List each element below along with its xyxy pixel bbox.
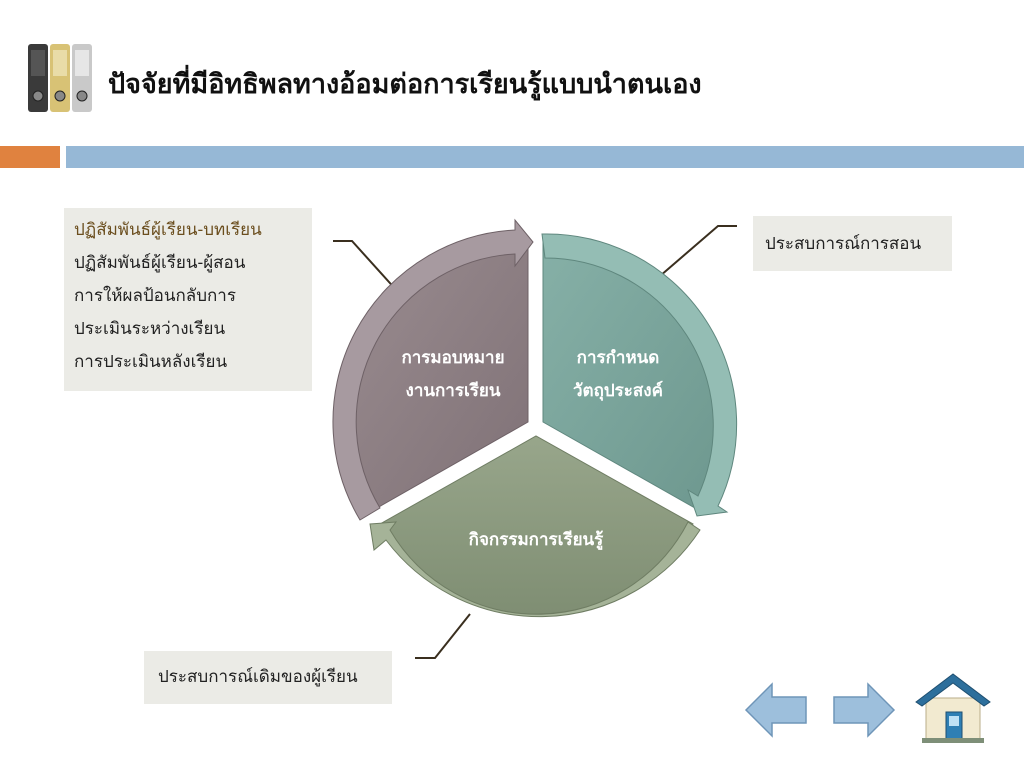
factor-item: ประเมินระหว่างเรียน bbox=[74, 319, 226, 339]
connector-left bbox=[333, 240, 399, 293]
label-objectives-line1: การกำหนด bbox=[577, 348, 660, 368]
binders-icon bbox=[28, 44, 92, 112]
factor-item: ปฏิสัมพันธ์ผู้เรียน-บทเรียน bbox=[74, 220, 262, 240]
home-icon[interactable] bbox=[912, 668, 994, 744]
segment-objectives-arrow bbox=[541, 233, 738, 517]
segment-assignment-arrow bbox=[332, 218, 534, 521]
label-activities: กิจกรรมการเรียนรู้ bbox=[469, 529, 605, 551]
connector-right bbox=[659, 225, 737, 277]
factor-item: การประเมินหลังเรียน bbox=[74, 352, 228, 372]
connector-bottom bbox=[415, 613, 471, 659]
label-objectives-line2: วัตถุประสงค์ bbox=[573, 380, 663, 401]
arrow-right-icon[interactable] bbox=[830, 680, 896, 740]
factor-item: ปฏิสัมพันธ์ผู้เรียน-ผู้สอน bbox=[74, 253, 246, 273]
page-title: ปัจจัยที่มีอิทธิพลทางอ้อมต่อการเรียนรู้แ… bbox=[108, 69, 702, 100]
label-assignment-line1: การมอบหมาย bbox=[401, 348, 504, 368]
accent-bar-orange bbox=[0, 146, 60, 168]
arrow-left-icon[interactable] bbox=[744, 680, 810, 740]
factor-box-right: ประสบการณ์การสอน bbox=[753, 216, 952, 271]
factor-box-left: ปฏิสัมพันธ์ผู้เรียน-บทเรียน ปฏิสัมพันธ์ผ… bbox=[64, 208, 312, 391]
segment-activities-arrow bbox=[369, 521, 701, 618]
factor-box-bottom: ประสบการณ์เดิมของผู้เรียน bbox=[144, 651, 392, 704]
label-assignment-line2: งานการเรียน bbox=[406, 380, 501, 401]
factor-item: การให้ผลป้อนกลับการ bbox=[74, 286, 236, 306]
accent-bar-blue bbox=[66, 146, 1024, 168]
